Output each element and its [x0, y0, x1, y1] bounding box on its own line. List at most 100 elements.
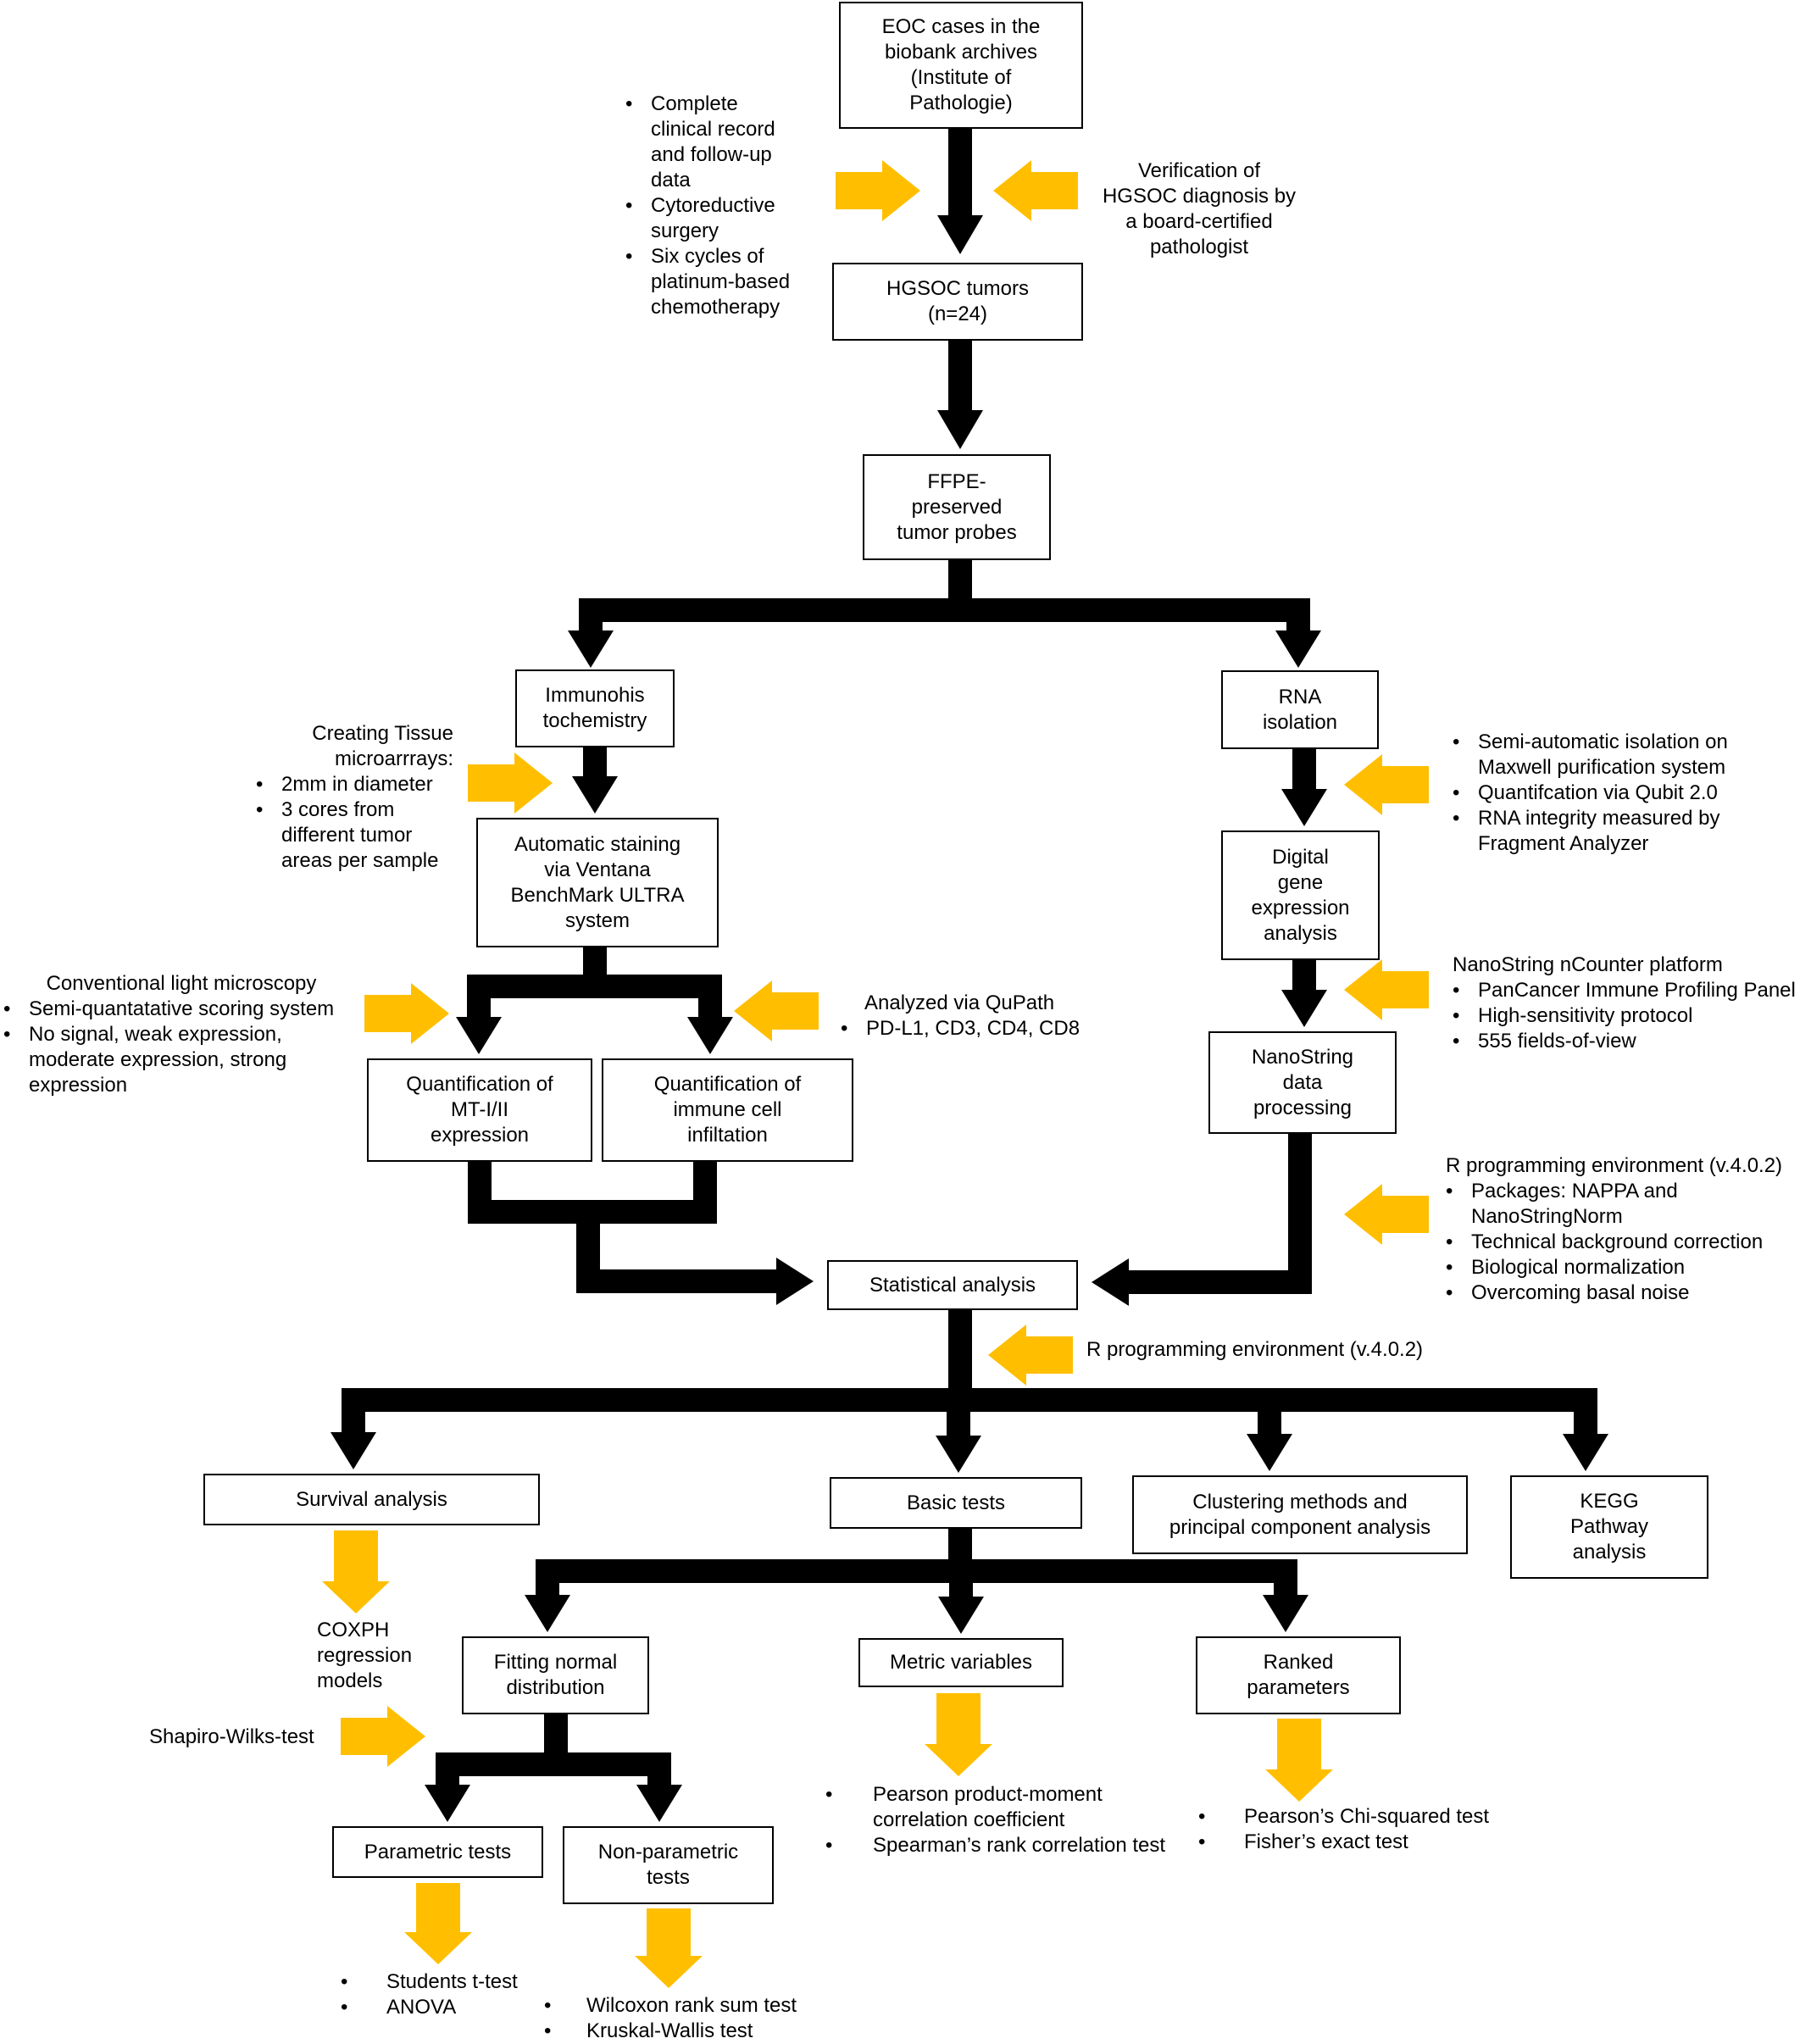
note-heading: Shapiro-Wilks-test — [149, 1725, 314, 1748]
arrow-to-statistical — [576, 1258, 814, 1305]
annotation-arrow-ranked — [1265, 1719, 1333, 1802]
annotation-arrow-survival — [322, 1530, 390, 1614]
box-clustering: Clustering methods and principal compone… — [1132, 1475, 1468, 1554]
note-r-processing: R programming environment (v.4.0.2) Pack… — [1442, 1153, 1807, 1306]
box-rna-isolation: RNA isolation — [1221, 670, 1379, 749]
box-nonparametric-tests: Non-parametric tests — [563, 1826, 774, 1904]
note-tissue-microarrays: Creating Tissue microarrrays: 2mm in dia… — [253, 721, 460, 874]
note-item: RNA integrity measured by Fragment Analy… — [1449, 806, 1756, 857]
annotation-arrow-nonparametric — [635, 1908, 703, 1988]
annotation-arrow-tma — [468, 753, 553, 814]
annotation-arrow-r-processing — [1344, 1184, 1429, 1245]
note-ranked-tests: Pearson’s Chi-squared test Fisher’s exac… — [1195, 1804, 1517, 1855]
note-item: PD-L1, CD3, CD4, CD8 — [837, 1016, 1117, 1041]
box-ranked-parameters: Ranked parameters — [1196, 1636, 1401, 1714]
box-eoc-cases: EOC cases in the biobank archives (Insti… — [839, 2, 1083, 129]
note-item: High-sensitivity protocol — [1449, 1003, 1805, 1029]
note-light-microscopy: Conventional light microscopy Semi-quant… — [0, 971, 356, 1098]
box-kegg: KEGG Pathway analysis — [1510, 1475, 1708, 1579]
box-survival-analysis: Survival analysis — [203, 1474, 540, 1525]
note-item: Overcoming basal noise — [1442, 1280, 1807, 1306]
note-item: Quantifcation via Qubit 2.0 — [1449, 780, 1756, 806]
arrow-hgsoc-to-ffpe — [937, 341, 983, 449]
annotation-arrow-qupath — [734, 980, 819, 1041]
note-heading: COXPH regression models — [317, 1619, 413, 1692]
annotation-arrow-ncounter — [1344, 959, 1429, 1020]
note-shapiro: Shapiro-Wilks-test — [149, 1725, 353, 1750]
note-rna-methods: Semi-automatic isolation on Maxwell puri… — [1449, 730, 1756, 857]
note-ncounter: NanoString nCounter platform PanCancer I… — [1449, 953, 1805, 1054]
note-item: 3 cores from different tumor areas per s… — [253, 797, 460, 874]
connector-ffpe-split — [579, 560, 1310, 622]
note-nonparametric-tests: Wilcoxon rank sum test Kruskal-Wallis te… — [541, 1993, 846, 2044]
arrow-to-quant-immune — [687, 975, 733, 1054]
note-metric-tests: Pearson product-moment correlation coeff… — [822, 1782, 1195, 1858]
note-item: 2mm in diameter — [253, 772, 460, 797]
box-quantification-mt: Quantification of MT-I/II expression — [367, 1058, 592, 1162]
note-item: No signal, weak expression, moderate exp… — [0, 1022, 356, 1098]
box-immunohistochemistry: Immunohis tochemistry — [515, 669, 675, 747]
connector-nanostring-to-stats — [1117, 1134, 1312, 1294]
note-r-statistics: R programming environment (v.4.0.2) — [1086, 1337, 1459, 1363]
annotation-arrow-clinical — [836, 160, 920, 221]
annotation-arrow-shapiro — [341, 1706, 425, 1767]
note-item: Complete clinical record and follow-up d… — [622, 92, 807, 193]
arrow-to-statistical-right — [1092, 1258, 1130, 1306]
box-statistical-analysis: Statistical analysis — [827, 1260, 1078, 1310]
note-item: 555 fields-of-view — [1449, 1029, 1805, 1054]
annotation-arrow-verification — [993, 160, 1078, 221]
note-heading: Analyzed via QuPath — [864, 991, 1055, 1014]
arrow-to-ranked-parameters — [1263, 1559, 1308, 1632]
note-item: Spearman’s rank correlation test — [822, 1833, 1195, 1858]
arrow-digital-to-nanostring — [1281, 960, 1327, 1027]
note-item: ANOVA — [337, 1995, 558, 2020]
note-heading: Conventional light microscopy — [46, 972, 317, 995]
note-item: PanCancer Immune Profiling Panel — [1449, 978, 1805, 1003]
box-metric-variables: Metric variables — [858, 1638, 1064, 1687]
note-item: Pearson product-moment correlation coeff… — [822, 1782, 1195, 1833]
box-quantification-immune: Quantification of immune cell infiltatio… — [602, 1058, 853, 1162]
annotation-arrow-metric — [925, 1693, 992, 1776]
note-item: Semi-quantatative scoring system — [0, 997, 356, 1022]
arrow-to-basic-tests — [936, 1388, 981, 1473]
note-item: Six cycles of platinum-based chemotherap… — [622, 244, 807, 320]
note-coxph: COXPH regression models — [317, 1618, 453, 1694]
arrow-ihc-to-staining — [572, 747, 618, 814]
note-item: Semi-automatic isolation on Maxwell puri… — [1449, 730, 1756, 780]
arrow-to-nonparametric — [636, 1752, 682, 1822]
box-ffpe: FFPE- preserved tumor probes — [863, 454, 1051, 560]
arrow-to-ihc — [568, 598, 614, 668]
arrow-to-metric-variables — [938, 1559, 984, 1634]
note-item: Fisher’s exact test — [1195, 1830, 1517, 1855]
connector-quant-merge — [468, 1162, 717, 1224]
connector-fitting-split — [436, 1714, 671, 1776]
arrow-to-fitting-normal — [525, 1559, 570, 1632]
note-clinical-criteria: Complete clinical record and follow-up d… — [622, 92, 807, 320]
note-item: Wilcoxon rank sum test — [541, 1993, 846, 2019]
note-heading: R programming environment (v.4.0.2) — [1446, 1154, 1783, 1177]
note-item: Packages: NAPPA and NanoStringNorm — [1442, 1179, 1807, 1230]
annotation-arrow-rna-methods — [1344, 754, 1429, 815]
box-parametric-tests: Parametric tests — [332, 1826, 543, 1878]
box-basic-tests: Basic tests — [830, 1477, 1082, 1529]
note-item: Cytoreductive surgery — [622, 193, 807, 244]
box-nanostring-processing: NanoString data processing — [1208, 1031, 1397, 1134]
annotation-arrow-r-statistics — [988, 1325, 1073, 1386]
note-heading: Creating Tissue microarrrays: — [312, 722, 453, 770]
note-parametric-tests: Students t-test ANOVA — [337, 1969, 558, 2020]
note-heading: NanoString nCounter platform — [1453, 953, 1723, 976]
arrow-to-rna — [1275, 598, 1321, 668]
note-verification: Verification of HGSOC diagnosis by a boa… — [1089, 158, 1309, 260]
annotation-arrow-parametric — [404, 1883, 472, 1964]
note-item: Kruskal-Wallis test — [541, 2019, 846, 2044]
note-item: Technical background correction — [1442, 1230, 1807, 1255]
connector-staining-split — [473, 947, 710, 998]
arrow-rna-to-digital — [1281, 749, 1327, 826]
arrow-to-kegg — [1563, 1388, 1608, 1471]
note-item: Students t-test — [337, 1969, 558, 1995]
box-digital-gene-expression: Digital gene expression analysis — [1221, 830, 1380, 960]
note-qupath: Analyzed via QuPath PD-L1, CD3, CD4, CD8 — [837, 991, 1117, 1041]
note-item: Biological normalization — [1442, 1255, 1807, 1280]
